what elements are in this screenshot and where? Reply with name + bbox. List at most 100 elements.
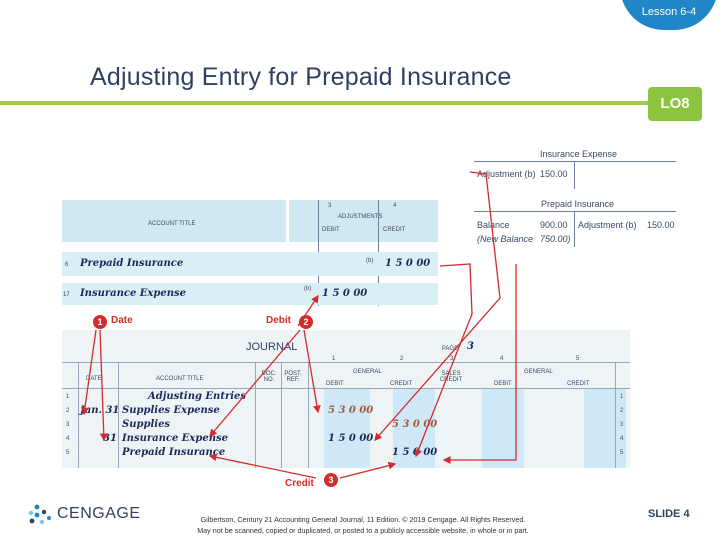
journal-date-header: DATE bbox=[86, 376, 102, 382]
t-account-new-balance-value: 750.00) bbox=[540, 234, 571, 244]
ws-row-title: Prepaid Insurance bbox=[80, 258, 184, 269]
journal-page-label: PAGE bbox=[442, 346, 459, 352]
t-account-adjustment-value: 150.00 bbox=[647, 220, 675, 230]
ws-row bbox=[62, 283, 438, 305]
footer-line-2: May not be scanned, copied or duplicated… bbox=[197, 526, 529, 535]
t-account-entry-value: 150.00 bbox=[540, 169, 568, 179]
journal-col-num: 1 bbox=[332, 356, 336, 362]
t-account-entry-label: Adjustment (b) bbox=[477, 169, 536, 179]
journal-row-num-right: 4 bbox=[620, 436, 624, 442]
ws-col-num: 4 bbox=[393, 203, 397, 209]
worksheet-header-band bbox=[62, 200, 438, 242]
ws-row-num: 6 bbox=[65, 262, 69, 268]
journal-debit2-header: DEBIT bbox=[494, 381, 512, 387]
journal-row-date: Jan. 31 bbox=[80, 405, 120, 416]
journal-debit-header: DEBIT bbox=[326, 381, 344, 387]
callout-number: 3 bbox=[324, 473, 338, 487]
t-account-title: Prepaid Insurance bbox=[541, 199, 615, 209]
t-account-divider bbox=[574, 211, 575, 247]
journal-row-credit: 5 3 0 00 bbox=[392, 419, 438, 430]
journal-page-number: 3 bbox=[467, 341, 474, 352]
journal-col-num: 3 bbox=[450, 356, 454, 362]
journal-row-num-right: 3 bbox=[620, 422, 624, 428]
journal-col-line bbox=[78, 363, 79, 468]
journal-credit2-header: CREDIT bbox=[567, 381, 590, 387]
t-account-divider bbox=[574, 161, 575, 189]
ws-row-debit: 1 5 0 00 bbox=[322, 288, 368, 299]
journal-col-line bbox=[255, 363, 256, 468]
journal-col-line bbox=[615, 363, 616, 468]
slide-number: SLIDE 4 bbox=[648, 508, 690, 520]
journal-general2-header: GENERAL bbox=[524, 369, 553, 375]
journal-row-num: 5 bbox=[66, 450, 70, 456]
journal-account-header: ACCOUNT TITLE bbox=[156, 376, 204, 382]
ws-row-title: Insurance Expense bbox=[80, 288, 187, 299]
ws-credit-header: CREDIT bbox=[383, 227, 406, 233]
journal-debit-column bbox=[324, 388, 370, 468]
callout-number: 1 bbox=[93, 315, 107, 329]
journal: JOURNAL PAGE 3 1 2 3 4 5 DATE ACCOUNT TI… bbox=[62, 330, 630, 468]
journal-row-title: Supplies bbox=[122, 419, 171, 430]
lesson-tab: Lesson 6-4 bbox=[620, 0, 718, 30]
journal-row-title: Adjusting Entries bbox=[148, 391, 247, 402]
journal-row-num-right: 1 bbox=[620, 394, 624, 400]
journal-row-date: 31 bbox=[103, 433, 117, 444]
callout-credit-label: Credit bbox=[285, 478, 314, 489]
journal-row-num-right: 2 bbox=[620, 408, 624, 414]
journal-post-header: POST. REF. bbox=[284, 371, 302, 383]
lesson-label: Lesson 6-4 bbox=[641, 6, 697, 18]
lo-badge: LO8 bbox=[648, 87, 702, 121]
ws-row-mark: (b) bbox=[366, 258, 374, 264]
journal-rule bbox=[62, 388, 630, 389]
journal-row-num: 2 bbox=[66, 408, 70, 414]
cengage-logo-icon bbox=[28, 504, 51, 525]
t-account-balance-value: 900.00 bbox=[540, 220, 568, 230]
journal-credit-header: CREDIT bbox=[390, 381, 413, 387]
ws-debit-header: DEBIT bbox=[322, 227, 340, 233]
journal-row-title: Insurance Expense bbox=[122, 433, 229, 444]
journal-sales-header: SALES CREDIT bbox=[439, 371, 463, 383]
journal-row-num: 3 bbox=[66, 422, 70, 428]
journal-col-num: 2 bbox=[400, 356, 404, 362]
ws-col-num: 3 bbox=[328, 203, 332, 209]
journal-row-num: 1 bbox=[66, 394, 70, 400]
ws-adjustments-header: ADJUSTMENTS bbox=[338, 214, 383, 220]
journal-title: JOURNAL bbox=[246, 341, 298, 353]
t-account-rule bbox=[474, 161, 676, 162]
t-account-adjustment-label: Adjustment (b) bbox=[578, 220, 637, 230]
journal-col-num: 4 bbox=[500, 356, 504, 362]
journal-col-line bbox=[118, 363, 119, 468]
lo-badge-label: LO8 bbox=[660, 95, 690, 112]
title-rule bbox=[0, 101, 655, 105]
journal-row-title: Supplies Expense bbox=[122, 405, 220, 416]
t-account-rule bbox=[474, 211, 676, 212]
journal-debit2-column bbox=[482, 388, 524, 468]
journal-col-line bbox=[308, 363, 309, 468]
journal-credit2-column bbox=[584, 388, 626, 468]
ws-row-num: 17 bbox=[63, 292, 70, 298]
callout-debit-label: Debit bbox=[266, 315, 291, 326]
journal-row-credit: 1 5 0 00 bbox=[392, 447, 438, 458]
worksheet-excerpt: 3 4 ACCOUNT TITLE ADJUSTMENTS DEBIT CRED… bbox=[62, 200, 438, 306]
journal-rule bbox=[62, 362, 630, 363]
t-account-title: Insurance Expense bbox=[540, 149, 618, 159]
cengage-logo-text: CENGAGE bbox=[57, 505, 141, 522]
journal-row-debit: 5 3 0 00 bbox=[328, 405, 374, 416]
journal-col-num: 5 bbox=[576, 356, 580, 362]
callout-number: 2 bbox=[299, 315, 313, 329]
journal-row-num-right: 5 bbox=[620, 450, 624, 456]
footer-line-1: Gilbertson, Century 21 Accounting Genera… bbox=[200, 515, 526, 524]
journal-col-line bbox=[281, 363, 282, 468]
footer-copyright: Gilbertson, Century 21 Accounting Genera… bbox=[148, 514, 578, 536]
journal-row-num: 4 bbox=[66, 436, 70, 442]
t-account-new-balance-label: (New Balance bbox=[477, 234, 534, 244]
slide-title: Adjusting Entry for Prepaid Insurance bbox=[90, 63, 512, 91]
journal-row-debit: 1 5 0 00 bbox=[328, 433, 374, 444]
journal-general-header: GENERAL bbox=[353, 369, 382, 375]
ws-row-credit: 1 5 0 00 bbox=[385, 258, 431, 269]
t-account-balance-label: Balance bbox=[477, 220, 510, 230]
callout-date-label: Date bbox=[111, 315, 133, 326]
ws-row-mark: (b) bbox=[304, 286, 312, 292]
journal-row-title: Prepaid Insurance bbox=[122, 447, 226, 458]
ws-account-title-header: ACCOUNT TITLE bbox=[148, 221, 196, 227]
